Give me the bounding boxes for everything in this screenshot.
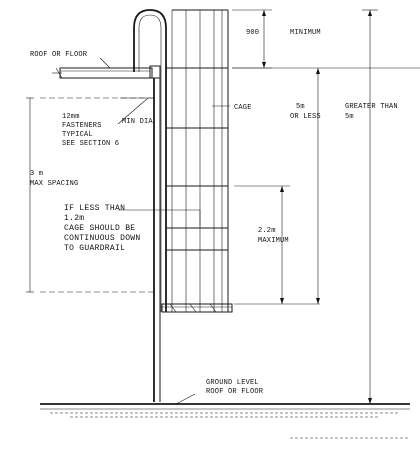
ground <box>40 403 410 439</box>
ground-roof-floor-label: ROOF OR FLOOR <box>206 388 264 396</box>
max-value-label: 2.2m <box>258 227 276 235</box>
spacing-value-label: 3 m <box>30 170 43 178</box>
roof-or-floor-label: ROOF OR FLOOR <box>30 51 88 59</box>
greater-than-label: GREATER THAN <box>345 103 398 111</box>
max-label: MAXIMUM <box>258 237 289 245</box>
ladder <box>133 9 167 312</box>
roof-slab <box>52 65 161 79</box>
fasteners-section-label: SEE SECTION 6 <box>62 140 119 148</box>
note-line-1: IF LESS THAN <box>64 204 125 213</box>
cage <box>161 9 233 313</box>
fasteners-label: FASTENERS <box>62 122 102 130</box>
cage-label: CAGE <box>234 104 252 112</box>
dim-900-label: 900 <box>246 29 259 37</box>
note-line-3: CAGE SHOULD BE <box>64 224 135 233</box>
min-dia-label: MIN DIA <box>122 118 153 126</box>
five-m-label: 5m <box>296 103 305 111</box>
note-line-2: 1.2m <box>64 214 84 223</box>
leaders <box>99 57 230 405</box>
note-line-4: CONTINUOUS DOWN <box>64 234 141 243</box>
greater-5m-label: 5m <box>345 113 354 121</box>
dim-5m-or-less <box>232 67 420 304</box>
dim-900 <box>232 9 272 69</box>
note-line-5: TO GUARDRAIL <box>64 244 125 253</box>
fastener-levels <box>26 97 155 293</box>
fasteners-size-label: 12mm <box>62 113 80 121</box>
dim-2-2m <box>234 185 320 305</box>
spacing-label: MAX SPACING <box>30 180 78 188</box>
dim-greater-5m <box>362 9 378 404</box>
or-less-label: OR LESS <box>290 113 321 121</box>
wall-pole <box>153 66 161 402</box>
minimum-label: MINIMUM <box>290 29 321 37</box>
fasteners-typical-label: TYPICAL <box>62 131 93 139</box>
ground-level-label: GROUND LEVEL <box>206 379 259 387</box>
